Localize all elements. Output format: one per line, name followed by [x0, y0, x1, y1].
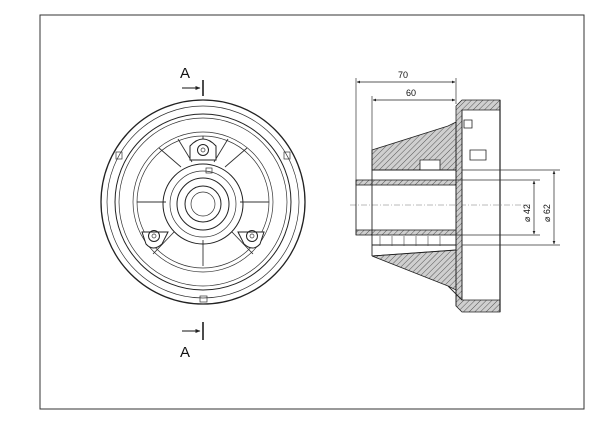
front-boss-ring: [169, 170, 237, 238]
lower-cone-wall: [371, 249, 457, 291]
front-rim-ring: [114, 113, 292, 291]
flange-screw: [463, 119, 473, 129]
upper-cone-wall: [371, 121, 457, 171]
bore-wall-bottom: [355, 229, 457, 236]
front-body-ring: [132, 131, 274, 273]
front-outer-ring-inner-edge: [106, 105, 300, 299]
front-bore-inner: [190, 191, 216, 217]
section-outlines: [355, 122, 463, 306]
mounting-lug-right: [237, 230, 265, 249]
flange-clip: [469, 149, 487, 161]
rim-notch-right: [283, 151, 291, 160]
dim-70-label: 70: [398, 70, 408, 80]
front-boss-outer: [162, 163, 244, 245]
bore-wall-top: [355, 179, 457, 186]
section-label-bottom: A: [180, 344, 190, 361]
mounting-lug-top: [189, 138, 217, 161]
front-outer-ring: [100, 99, 306, 305]
section-view: 70 60 ⌀ 42 ⌀ 62: [350, 70, 560, 313]
front-view: A A: [100, 65, 306, 361]
front-rim-ring-2: [118, 117, 288, 287]
section-ribs: [379, 236, 441, 246]
dim-42-label: ⌀ 42: [522, 204, 532, 222]
section-label-top: A: [180, 65, 190, 82]
dim-60-label: 60: [406, 88, 416, 98]
front-boss-ring-2: [176, 177, 230, 231]
flange-section: [455, 99, 501, 313]
mounting-lug-left: [141, 230, 169, 249]
drawing-frame: [39, 14, 585, 410]
rim-notch-bottom: [199, 295, 208, 303]
boss-key: [205, 167, 213, 174]
rim-notch-left: [115, 151, 123, 160]
dim-62-label: ⌀ 62: [542, 204, 552, 222]
front-bore: [184, 185, 222, 223]
